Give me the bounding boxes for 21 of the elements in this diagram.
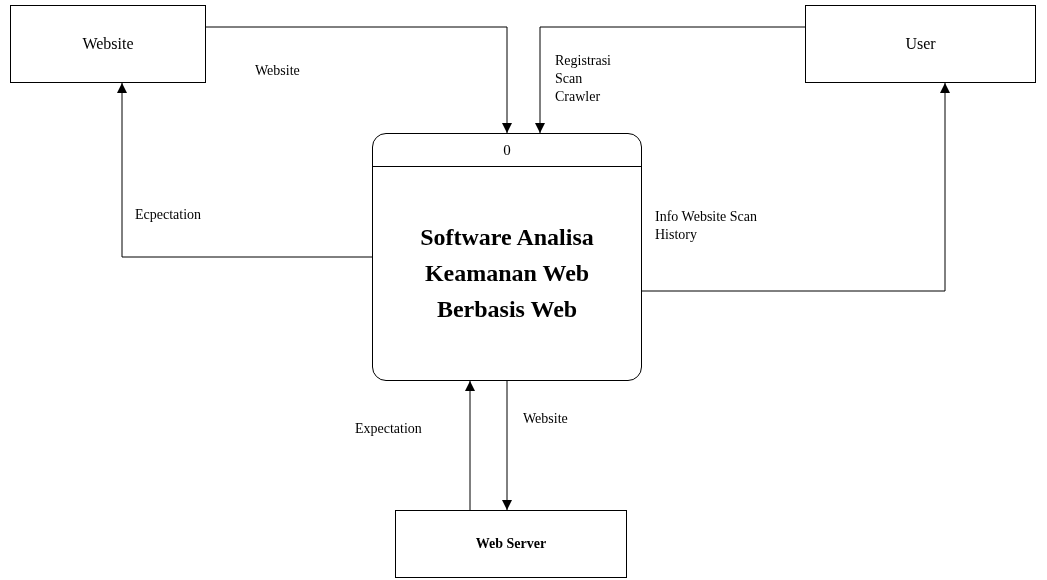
edge-label: Website <box>523 410 568 428</box>
arrow <box>641 82 950 292</box>
entity-name: User <box>905 35 936 53</box>
arrow <box>117 82 373 258</box>
edge-label: Website <box>255 62 300 80</box>
external-entity-box <box>395 510 627 578</box>
process-box <box>372 133 642 381</box>
edge-label: Ecpectation <box>135 206 202 224</box>
external-entity-box <box>10 5 206 83</box>
edge-label: Registrasi Scan Crawler <box>555 52 612 107</box>
arrow <box>535 26 806 134</box>
edge-label: Info Website Scan History <box>655 208 759 245</box>
edge-label: Expectation <box>355 420 422 438</box>
arrow <box>465 380 475 511</box>
entity-name: Website <box>82 35 134 53</box>
process-title: Software Analisa Keamanan Web Berbasis Web <box>419 223 595 324</box>
external-entity-box <box>805 5 1036 83</box>
arrow <box>502 380 512 511</box>
process-number: 0 <box>503 141 511 159</box>
arrow <box>205 26 512 134</box>
entity-name: Web Server <box>475 536 547 552</box>
